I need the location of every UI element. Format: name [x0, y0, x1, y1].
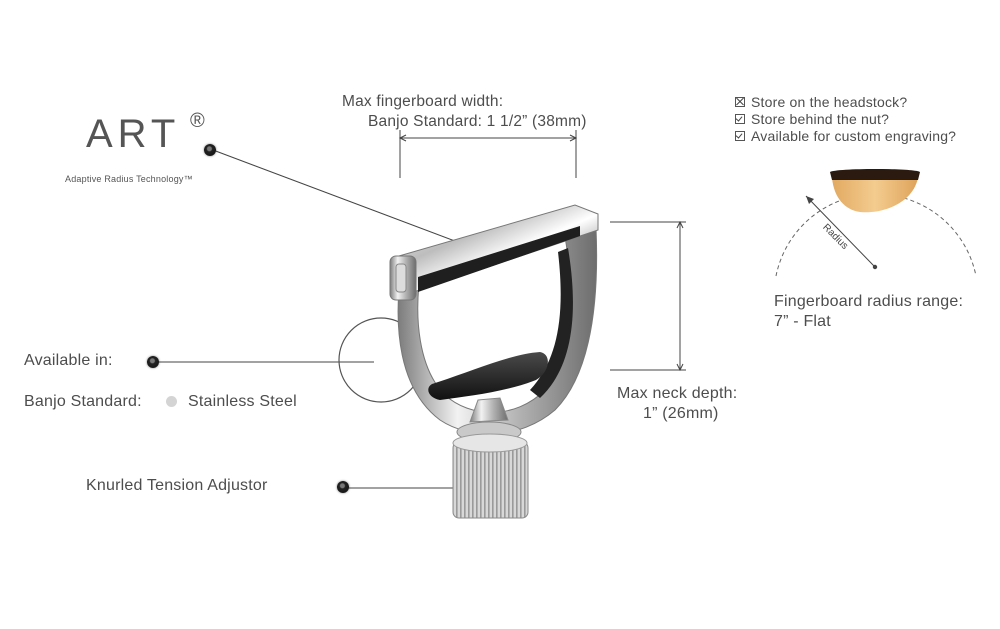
neck-depth-value: 1” (26mm) [643, 405, 719, 422]
checkbox-checked-icon [735, 113, 745, 124]
finish-label: Stainless Steel [188, 393, 297, 410]
checklist-item: Store behind the nut? [735, 110, 956, 127]
feature-checklist: Store on the headstock? Store behind the… [735, 93, 956, 144]
available-in-label: Available in: [24, 352, 113, 369]
logo-subtitle: Adaptive Radius Technology™ [65, 174, 193, 184]
leader-lines [156, 149, 501, 489]
checklist-item: Store on the headstock? [735, 93, 956, 110]
checkbox-checked-icon [735, 130, 745, 141]
depth-dimension [610, 220, 686, 372]
adjustor-label: Knurled Tension Adjustor [86, 477, 268, 494]
width-label-title: Max fingerboard width: [342, 93, 504, 110]
logo-callout-dot [204, 144, 216, 156]
finish-swatch[interactable] [166, 396, 177, 407]
width-label-value: Banjo Standard: 1 1/2” (38mm) [368, 113, 587, 130]
radius-diagram [775, 169, 977, 277]
width-dimension [398, 130, 578, 178]
model-label: Banjo Standard: [24, 393, 142, 410]
adjustor-callout-dot [337, 481, 349, 493]
capo-image [389, 204, 599, 519]
registered-mark: ® [190, 110, 205, 132]
cross-box-icon [735, 96, 745, 107]
checklist-item: Available for custom engraving? [735, 127, 956, 144]
logo-wordmark: ART [86, 112, 181, 156]
radius-range-value: 7” - Flat [774, 313, 831, 330]
available-callout-dot [147, 356, 159, 368]
art-logo: ART ® [86, 110, 205, 157]
radius-range-title: Fingerboard radius range: [774, 293, 964, 310]
neck-depth-title: Max neck depth: [617, 385, 738, 402]
